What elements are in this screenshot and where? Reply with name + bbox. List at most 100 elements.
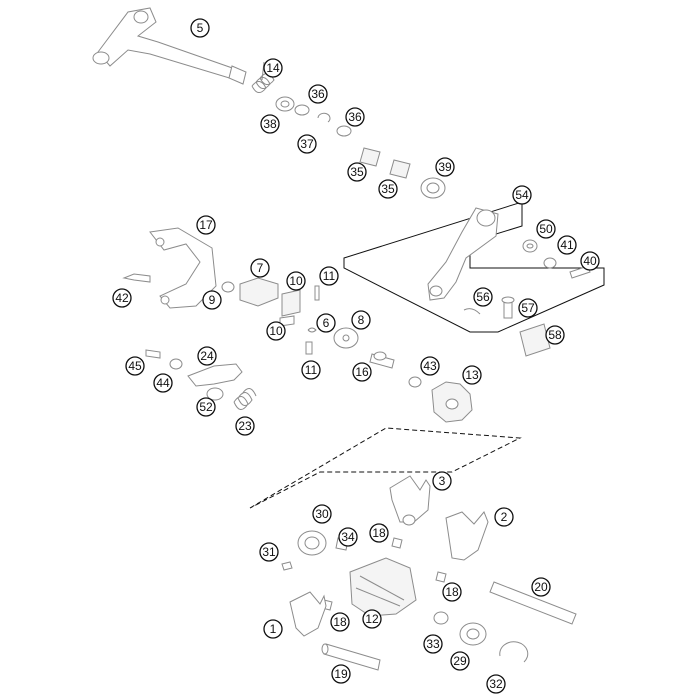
washer-9 bbox=[221, 281, 235, 293]
callout-2: 2 bbox=[494, 507, 514, 527]
bushings-35-39 bbox=[359, 147, 446, 199]
callout-label: 2 bbox=[501, 510, 508, 524]
callout-label: 36 bbox=[311, 87, 325, 101]
return-spring-14 bbox=[251, 61, 275, 93]
callout-circle bbox=[190, 18, 210, 38]
callout-circle bbox=[473, 287, 493, 307]
callout-circle bbox=[450, 651, 470, 671]
callout-circle bbox=[196, 397, 216, 417]
callout-label: 19 bbox=[334, 667, 348, 681]
callout-label: 11 bbox=[323, 269, 336, 283]
washers-36-38-37 bbox=[275, 96, 352, 137]
callout-label: 11 bbox=[305, 363, 318, 377]
callout-label: 18 bbox=[445, 585, 459, 599]
callout-label: 57 bbox=[521, 301, 535, 315]
callout-circle bbox=[266, 321, 286, 341]
callout-20: 20 bbox=[531, 577, 551, 597]
callout-32: 32 bbox=[486, 674, 506, 694]
callout-label: 38 bbox=[263, 117, 277, 131]
callout-label: 43 bbox=[423, 359, 437, 373]
callout-label: 10 bbox=[269, 324, 283, 338]
callout-29: 29 bbox=[450, 651, 470, 671]
shift-rail-20 bbox=[489, 581, 577, 625]
drum-group-frame bbox=[249, 427, 522, 509]
callout-57: 57 bbox=[518, 298, 538, 318]
callout-label: 20 bbox=[534, 580, 548, 594]
callout-18b: 18 bbox=[442, 582, 462, 602]
callout-label: 6 bbox=[323, 316, 330, 330]
callout-18c: 18 bbox=[330, 612, 350, 632]
callout-circle bbox=[312, 504, 332, 524]
callout-label: 12 bbox=[365, 612, 379, 626]
callout-label: 34 bbox=[341, 530, 355, 544]
callout-label: 16 bbox=[355, 365, 369, 379]
callout-label: 17 bbox=[199, 218, 213, 232]
shift-fork-2 bbox=[445, 511, 489, 561]
locking-lever-24 bbox=[187, 363, 243, 387]
callout-1: 1 bbox=[263, 619, 283, 639]
callout-circle bbox=[250, 258, 270, 278]
callout-44: 44 bbox=[153, 373, 173, 393]
callout-circle bbox=[545, 325, 565, 345]
callout-label: 44 bbox=[156, 376, 170, 390]
callout-circle bbox=[259, 542, 279, 562]
roller-52 bbox=[206, 387, 224, 401]
callout-circle bbox=[235, 416, 255, 436]
bearing-30 bbox=[297, 530, 327, 556]
callout-label: 14 bbox=[266, 61, 280, 75]
callout-label: 31 bbox=[262, 545, 276, 559]
callout-label: 45 bbox=[128, 359, 142, 373]
callout-label: 33 bbox=[426, 637, 440, 651]
bolt-42 bbox=[122, 273, 151, 283]
callout-50: 50 bbox=[536, 219, 556, 239]
washer-43 bbox=[408, 376, 422, 388]
callout-label: 37 bbox=[300, 137, 314, 151]
shift-fork-3 bbox=[389, 475, 431, 526]
callout-54: 54 bbox=[512, 185, 532, 205]
callout-circle bbox=[512, 185, 532, 205]
callout-42: 42 bbox=[112, 288, 132, 308]
callout-label: 35 bbox=[381, 182, 395, 196]
lever-hardware-50-41-40 bbox=[522, 239, 591, 279]
callout-circle bbox=[432, 471, 452, 491]
callout-circle bbox=[319, 266, 339, 286]
callout-31: 31 bbox=[259, 542, 279, 562]
callout-34: 34 bbox=[338, 527, 358, 547]
callout-circle bbox=[330, 612, 350, 632]
callout-11b: 11 bbox=[301, 360, 321, 380]
callout-39: 39 bbox=[435, 157, 455, 177]
callout-label: 18 bbox=[372, 526, 386, 540]
disc-8 bbox=[333, 327, 359, 349]
callout-circle bbox=[494, 507, 514, 527]
callout-circle bbox=[580, 251, 600, 271]
callout-37: 37 bbox=[297, 134, 317, 154]
callout-circle bbox=[263, 58, 283, 78]
callout-label: 29 bbox=[453, 654, 467, 668]
callout-58: 58 bbox=[545, 325, 565, 345]
callout-8: 8 bbox=[351, 310, 371, 330]
callout-6: 6 bbox=[316, 313, 336, 333]
callout-9: 9 bbox=[202, 290, 222, 310]
callout-label: 5 bbox=[197, 21, 204, 35]
callout-circle bbox=[435, 157, 455, 177]
bolt-45 bbox=[145, 349, 161, 359]
callout-label: 18 bbox=[333, 615, 347, 629]
callout-circle bbox=[462, 365, 482, 385]
callout-label: 54 bbox=[515, 188, 529, 202]
pin-16 bbox=[369, 351, 395, 369]
callout-label: 10 bbox=[289, 274, 303, 288]
callout-circle bbox=[112, 288, 132, 308]
shift-shaft bbox=[92, 7, 247, 85]
callout-label: 35 bbox=[350, 165, 364, 179]
callout-10a: 10 bbox=[286, 271, 306, 291]
shaft-19 bbox=[321, 643, 381, 671]
spring-23 bbox=[233, 388, 257, 410]
callout-circle bbox=[297, 134, 317, 154]
callout-circle bbox=[202, 290, 222, 310]
callout-label: 40 bbox=[583, 254, 597, 268]
callout-36b: 36 bbox=[345, 107, 365, 127]
callout-circle bbox=[263, 619, 283, 639]
callout-circle bbox=[531, 577, 551, 597]
callout-23: 23 bbox=[235, 416, 255, 436]
callout-36a: 36 bbox=[308, 84, 328, 104]
